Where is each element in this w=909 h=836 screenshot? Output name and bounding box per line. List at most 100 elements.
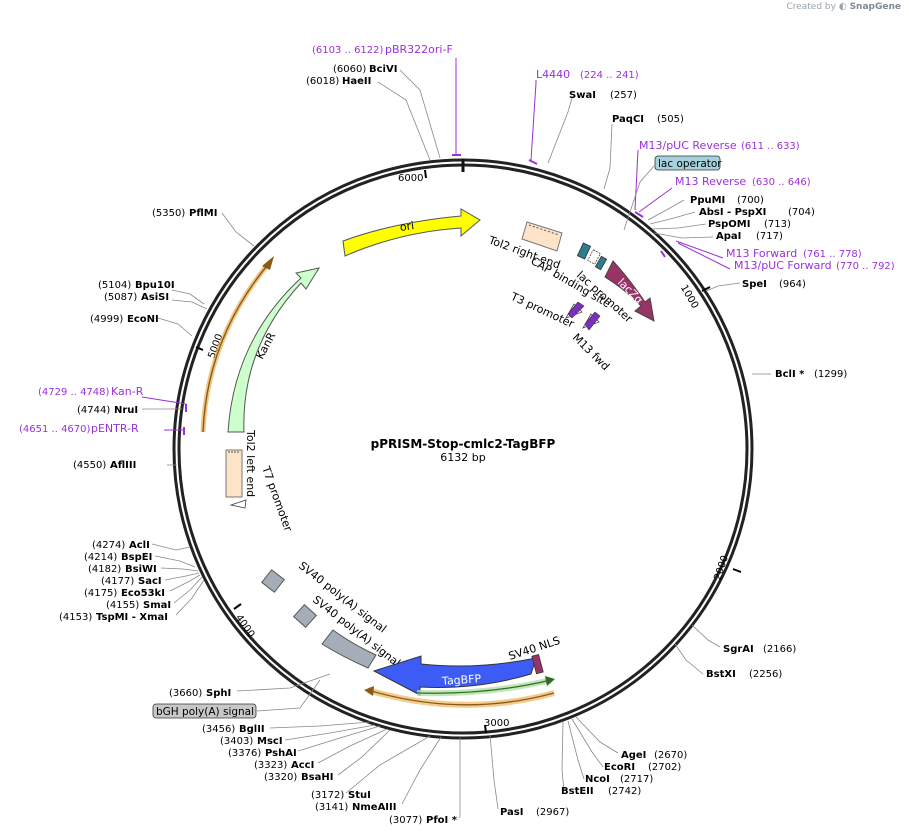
site-swai[interactable]: SwaI(257) [569, 90, 637, 101]
feature-tol2-left-end[interactable]: Tol2 left end [225, 429, 257, 498]
bspei-name: BspEI [121, 552, 152, 563]
lac-operator-tag[interactable]: lac operator [654, 155, 722, 171]
stui-pos: (3172) [311, 790, 344, 801]
bgh-polya-box [321, 629, 377, 669]
primer-pentr-r[interactable]: (4651 .. 4670)pENTR-R [19, 422, 139, 435]
primer-l4440[interactable]: L4440(224 .. 241) [536, 68, 639, 81]
site-bstxi[interactable]: BstXI(2256) [706, 669, 782, 680]
site-acli[interactable]: (4274)AclI [92, 540, 150, 551]
site-bsahi[interactable]: (3320)BsaHI [264, 772, 333, 783]
site-absi[interactable]: AbsI - PspXI(704) [699, 207, 815, 218]
tick-mark-6000 [424, 169, 427, 179]
site-msci[interactable]: (3403)MscI [220, 736, 283, 747]
asisi-name: AsiSI [141, 292, 169, 303]
primer-m13-puc-forward[interactable]: M13/pUC Forward(770 .. 792) [734, 259, 895, 272]
primer-m13-forward[interactable]: M13 Forward(761 .. 778) [726, 247, 862, 260]
tspmi-pos: (4153) [59, 612, 92, 623]
site-pshai[interactable]: (3376)PshAI [228, 748, 297, 759]
feature-sv40-polya-1[interactable]: SV40 poly(A) signal [261, 559, 389, 635]
bspei-pos: (4214) [84, 552, 117, 563]
site-ecori[interactable]: EcoRI(2702) [604, 762, 681, 773]
site-bcivi[interactable]: (6060)BciVI [333, 64, 397, 75]
site-pfoi[interactable]: (3077)PfoI * [389, 815, 458, 826]
feature-ori[interactable]: ori [342, 208, 481, 257]
leader-ppumi [647, 199, 685, 221]
feature-t3-promoter[interactable]: T3 promoter [508, 290, 585, 331]
acci-name: AccI [291, 760, 314, 771]
m13-forward-range: (761 .. 778) [803, 249, 862, 260]
l4440-range: (224 .. 241) [580, 70, 639, 81]
msci-name: MscI [257, 736, 283, 747]
site-econi[interactable]: (4999)EcoNI [90, 314, 159, 325]
feature-orf-bottom [364, 686, 555, 708]
tick-label-2000: 2000 [713, 554, 731, 582]
site-tspmi[interactable]: (4153)TspMI - XmaI [59, 612, 168, 623]
site-ncoi[interactable]: NcoI(2717) [585, 774, 653, 785]
orf-bottom-head [364, 686, 374, 696]
feature-m13-fwd[interactable]: M13 fwd [570, 311, 612, 373]
site-paqci[interactable]: PaqCI(505) [612, 114, 684, 125]
sv40-polya-2-box [292, 603, 318, 629]
site-saci[interactable]: (4177)SacI [101, 576, 162, 587]
orf-green-line [416, 679, 552, 694]
leader-tspmi [175, 579, 205, 616]
site-bspei[interactable]: (4214) BspEI [84, 552, 152, 563]
site-nrui[interactable]: (4744)NruI [77, 405, 138, 416]
m13-reverse-name: M13 Reverse [675, 175, 746, 188]
primer-labels: (6103 .. 6122)pBR322ori-F L4440(224 .. 2… [19, 43, 895, 435]
leader-bcivi [399, 69, 441, 159]
site-eco53ki[interactable]: (4175)Eco53kI [84, 588, 165, 599]
site-bpu10i[interactable]: (5104)Bpu10I [98, 280, 175, 291]
tol2-left-label: Tol2 left end [244, 429, 257, 497]
leader-bpu10i [171, 289, 205, 305]
smai-name: SmaI [143, 600, 171, 611]
site-pspomi[interactable]: PspOMI(713) [708, 219, 791, 230]
site-sgrai[interactable]: SgrAI(2166) [723, 644, 796, 655]
m13-puc-forward-name: M13/pUC Forward [734, 259, 832, 272]
site-ppumi[interactable]: PpuMI(700) [690, 195, 764, 206]
haeii-pos: (6018) [306, 76, 339, 87]
leader-spei [705, 282, 741, 292]
tick-label-6000: 6000 [398, 173, 423, 184]
bstxi-name: BstXI [706, 669, 736, 680]
bcli-pos: (1299) [814, 369, 847, 380]
ppumi-name: PpuMI [690, 195, 725, 206]
primer-m13-puc-reverse[interactable]: M13/pUC Reverse(611 .. 633) [639, 139, 800, 152]
site-apai[interactable]: ApaI(717) [716, 231, 783, 242]
pbr322ori-f-range: (6103 .. 6122) [312, 45, 384, 56]
feature-bgh-polya[interactable] [321, 629, 377, 669]
site-bsteii[interactable]: BstEII(2742) [561, 786, 641, 797]
site-acci[interactable]: (3323)AccI [254, 760, 314, 771]
site-pasi[interactable]: PasI(2967) [500, 807, 569, 818]
leader-bgh [256, 679, 321, 712]
site-smai[interactable]: (4155)SmaI [106, 600, 171, 611]
primer-pbr322ori-f[interactable]: (6103 .. 6122)pBR322ori-F [312, 43, 453, 56]
site-bglii[interactable]: (3456)BglII [202, 724, 265, 735]
leader-haeii [377, 81, 431, 161]
site-bsiwi[interactable]: (4182)BsiWI [88, 564, 157, 575]
ori-arrow [342, 208, 481, 257]
bsteii-pos: (2742) [608, 786, 641, 797]
feature-tagbfp[interactable]: TagBFP [372, 655, 537, 696]
primer-m13-reverse[interactable]: M13 Reverse(630 .. 646) [675, 175, 811, 188]
pentr-r-name: pENTR-R [91, 422, 139, 435]
site-asisi[interactable]: (5087)AsiSI [104, 292, 169, 303]
site-spei[interactable]: SpeI(964) [742, 279, 806, 290]
bgh-polya-tag[interactable]: bGH poly(A) signal [152, 703, 257, 719]
site-stui[interactable]: (3172)StuI [311, 790, 371, 801]
primer-kan-r[interactable]: (4729 .. 4748)Kan-R [38, 385, 144, 398]
site-afliii[interactable]: (4550)AflIII [73, 460, 136, 471]
feature-orf-left [200, 256, 274, 433]
orf-left-head [262, 256, 274, 270]
site-bcli[interactable]: BclI *(1299) [775, 369, 847, 380]
feature-kanr[interactable]: KanR [227, 267, 321, 433]
site-nmeaiii[interactable]: (3141)NmeAIII [315, 802, 396, 813]
site-sphi[interactable]: (3660)SphI [169, 688, 231, 699]
sgrai-name: SgrAI [723, 644, 754, 655]
bgh-polya-tag-label: bGH poly(A) signal [156, 706, 254, 718]
site-haeii[interactable]: (6018)HaeII [306, 76, 371, 87]
m13-reverse-leader [638, 187, 673, 213]
site-agei[interactable]: AgeI(2670) [621, 750, 687, 761]
leader-pasi [489, 734, 499, 810]
site-pflmi[interactable]: (5350)PflMI [152, 208, 217, 219]
